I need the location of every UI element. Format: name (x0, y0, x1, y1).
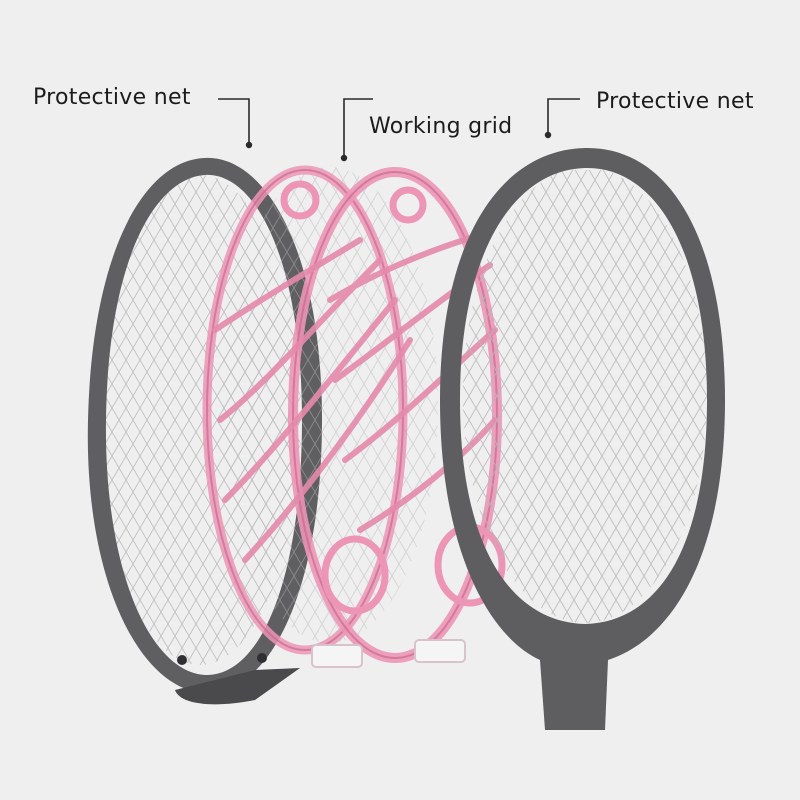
label-left-protective-net: Protective net (33, 85, 191, 110)
callout-dot-left (245, 141, 253, 149)
label-working-grid: Working grid (369, 114, 513, 139)
callout-dot-middle (340, 154, 348, 162)
callout-lines (218, 98, 580, 156)
label-right-protective-net: Protective net (596, 89, 754, 114)
right-protective-net (440, 147, 725, 730)
callout-dot-right (544, 131, 552, 139)
